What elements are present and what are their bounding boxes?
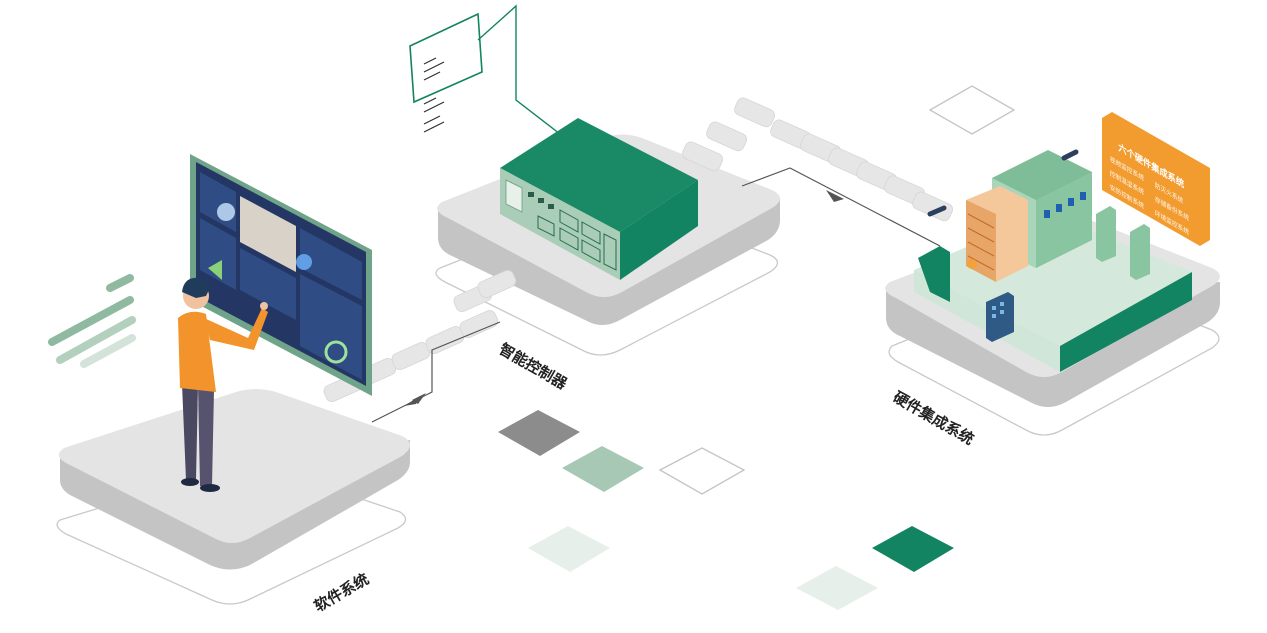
- arrow-icon: [826, 190, 844, 202]
- label-software-system: 软件系统: [311, 570, 372, 616]
- flow-line-controller-to-hardware: [741, 167, 941, 247]
- arrow-icon: [412, 393, 426, 404]
- decorative-tiles: [498, 85, 1016, 610]
- flow-line-software-to-controller: [371, 321, 501, 423]
- label-intelligent-controller: 智能控制器: [496, 340, 571, 394]
- hardware-systems-sign: 六个硬件集成系统 视频监控系统 防灭火系统 控制温湿系统 存储备份系统 安防控制…: [1102, 112, 1210, 246]
- connector-tiles-right: [682, 97, 954, 222]
- intelligent-controller-box: [500, 118, 698, 280]
- person-figure: [178, 277, 268, 492]
- decorative-stripes: [48, 274, 136, 368]
- dashboard-screen: [190, 154, 372, 396]
- software-platform: [56, 389, 410, 605]
- data-window-icon: [409, 4, 561, 135]
- hardware-room: [914, 149, 1192, 372]
